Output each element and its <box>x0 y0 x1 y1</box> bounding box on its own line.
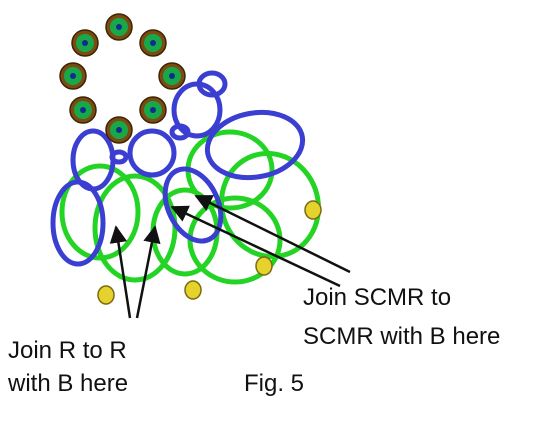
arrows <box>109 194 351 319</box>
label-join-r-line2: with B here <box>7 370 128 397</box>
blue-ring-right-mid <box>162 166 224 244</box>
green-ring-right-back <box>219 150 321 260</box>
picot-bottom-left <box>97 285 115 305</box>
bead <box>105 116 133 144</box>
bead <box>59 62 87 90</box>
figure-caption: Fig. 5 <box>244 370 304 397</box>
bead <box>158 62 186 90</box>
blue-rings <box>50 70 306 267</box>
label-join-scmr-line2: SCMR with B here <box>303 323 500 350</box>
bead <box>105 13 133 41</box>
picot-bottom-center <box>184 280 202 300</box>
picot-right <box>304 200 322 220</box>
blue-ring-left-large <box>50 179 106 267</box>
bead <box>139 29 167 57</box>
bead <box>71 29 99 57</box>
arrow-join-scmr-upper <box>194 194 351 274</box>
bead <box>69 96 97 124</box>
picot-lower-right <box>255 256 273 276</box>
blue-ring-small-mid <box>169 123 191 141</box>
green-ring-left <box>59 163 141 261</box>
blue-ring-upper-right <box>204 109 306 181</box>
blue-ring-center <box>127 128 177 178</box>
arrow-join-scmr-lower <box>170 205 341 288</box>
yellow-picots <box>97 200 322 305</box>
arrow-join-r-right <box>135 225 161 319</box>
arrow-join-r-left <box>109 225 132 319</box>
bead-ring <box>59 13 186 144</box>
blue-ring-top <box>171 81 223 139</box>
label-join-r-line1: Join R to R <box>8 337 127 364</box>
label-join-scmr-line1: Join SCMR to <box>303 284 451 311</box>
bead <box>139 96 167 124</box>
